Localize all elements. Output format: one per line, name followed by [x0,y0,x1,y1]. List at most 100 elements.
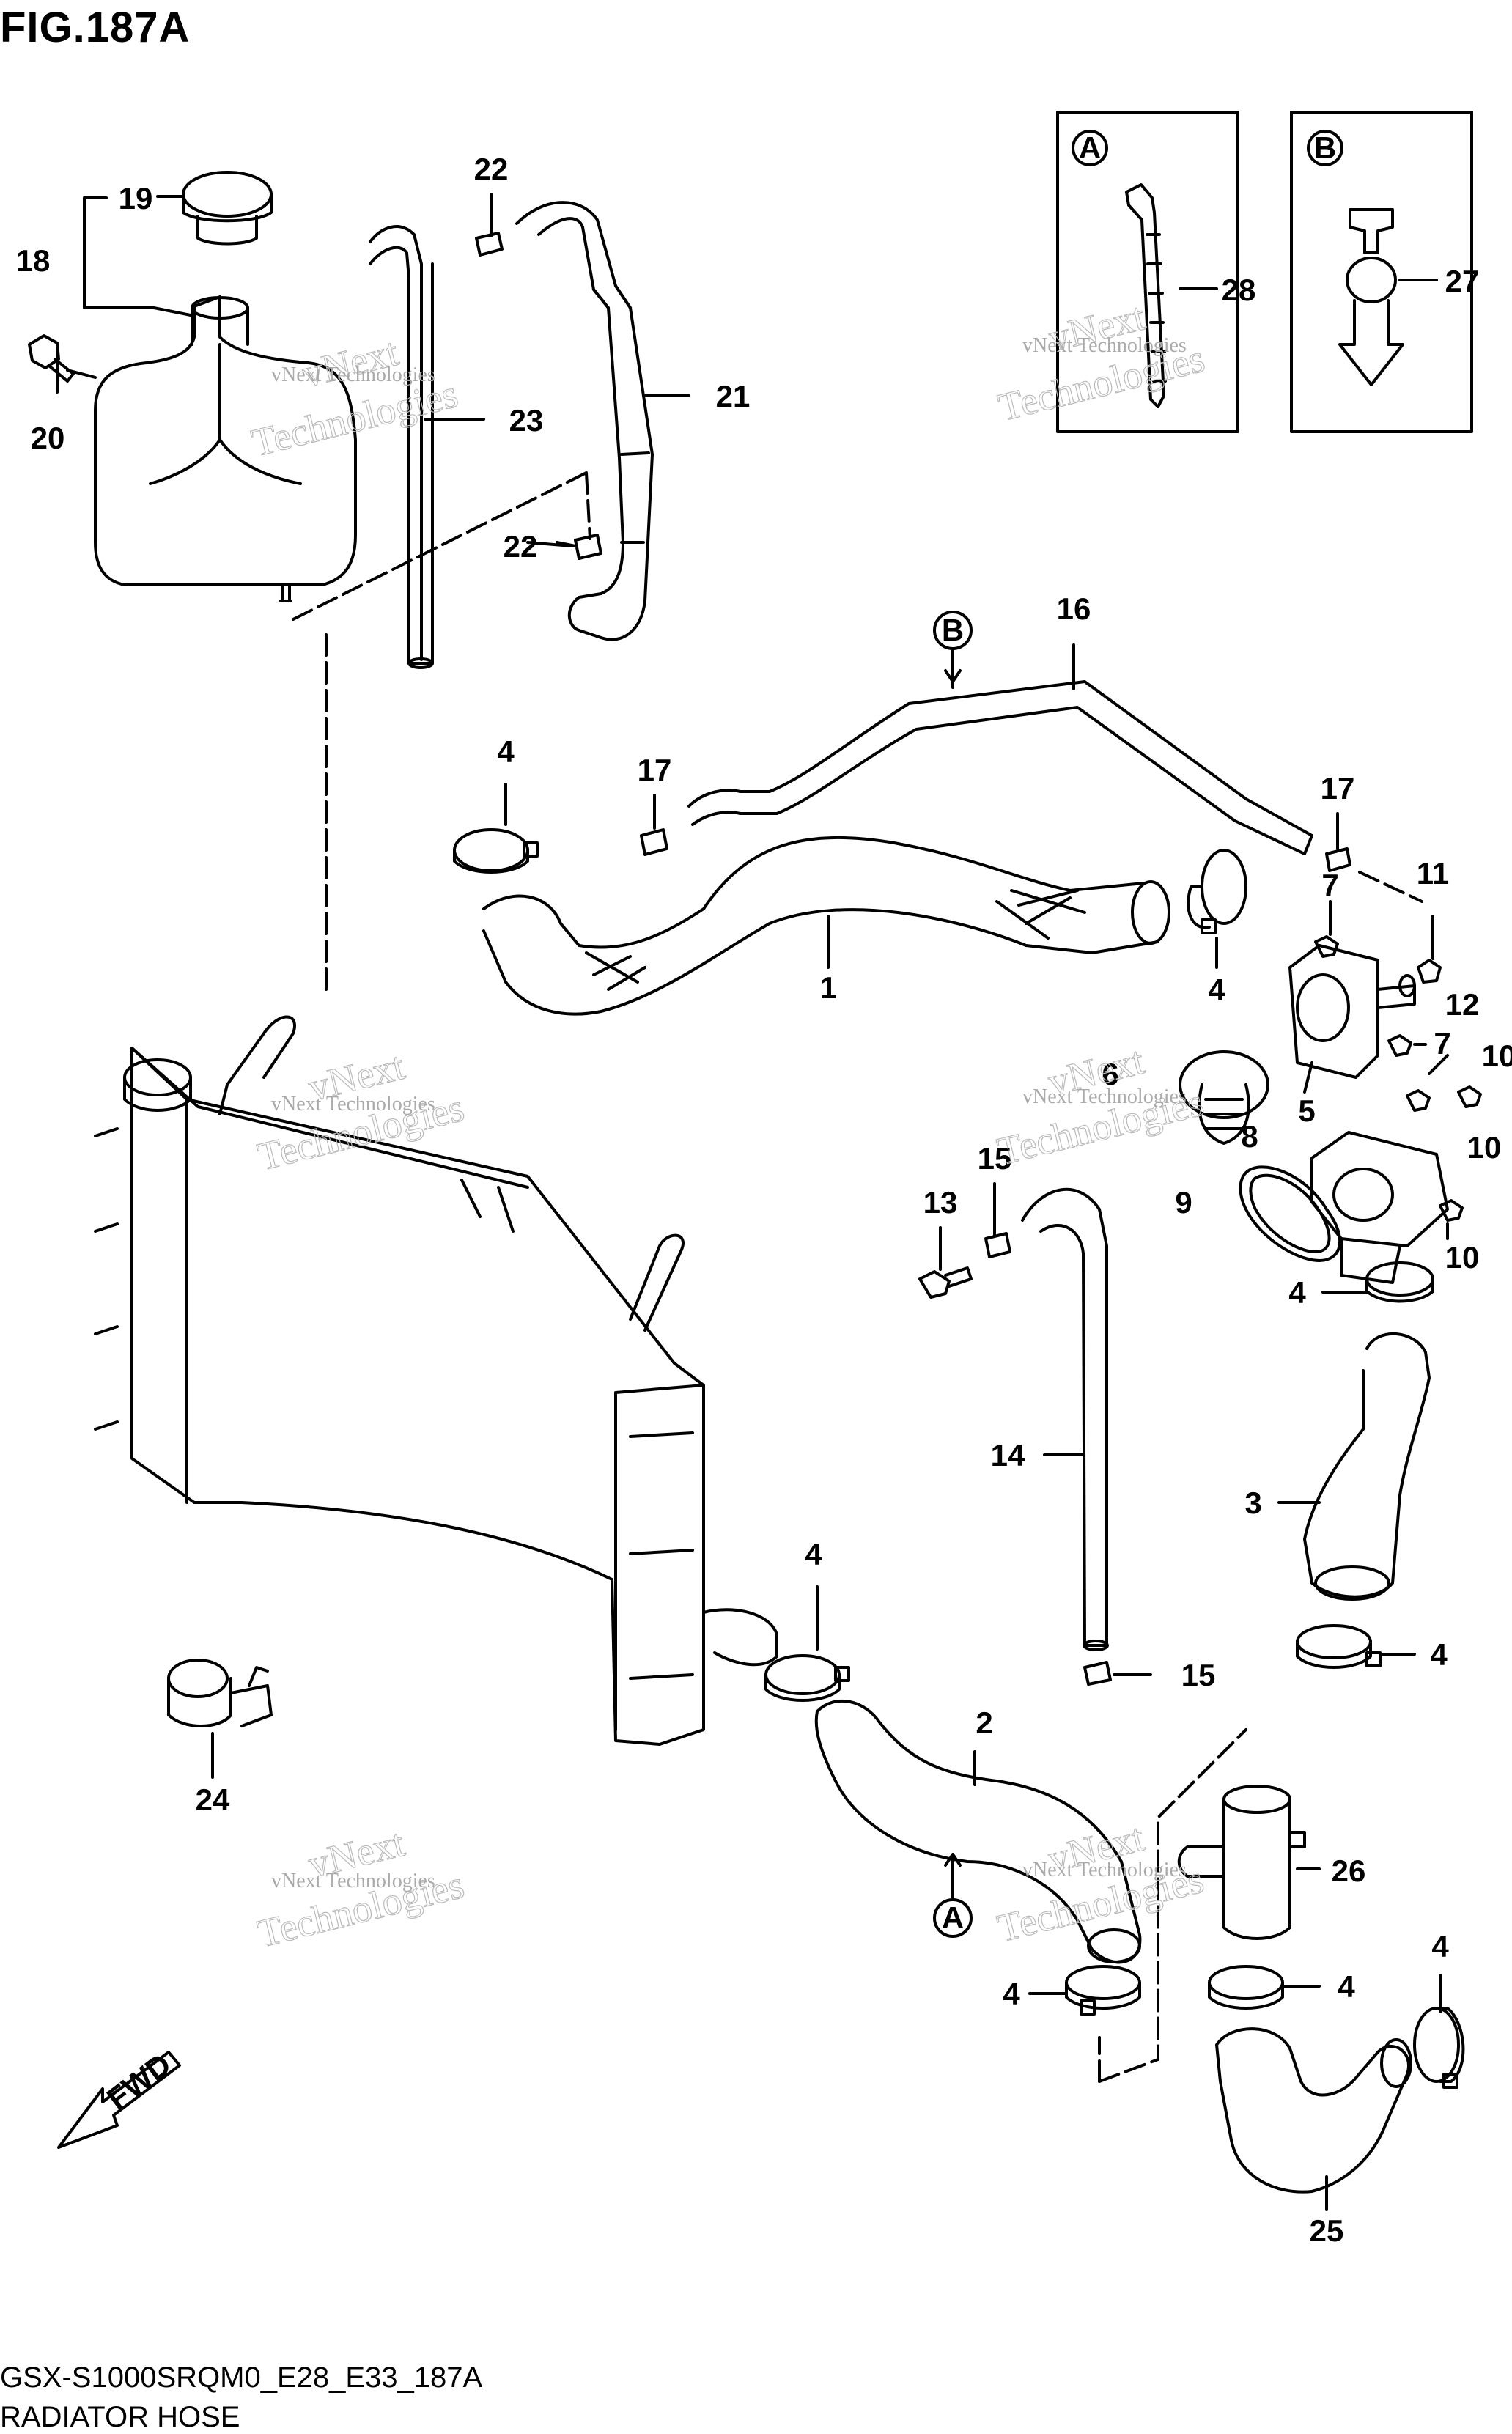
watermark-2-small: vNext Technologies [1022,334,1187,357]
callout-labels: 1 2 3 4 4 4 4 4 4 4 4 5 6 7 7 8 9 10 10 … [16,130,1512,2248]
part-26-fitting [1177,1785,1321,1940]
watermark-6-small: vNext Technologies [1022,1859,1187,1881]
callout-21: 21 [716,379,751,413]
hose-25 [1215,2027,1412,2211]
part-4-clamp-7 [1208,1965,1321,2010]
callout-22-a: 22 [474,152,509,186]
callout-4-d: 4 [1430,1637,1448,1672]
part-5-thermostat-case [1288,944,1416,1094]
callout-11: 11 [1417,856,1449,890]
part-6-thermostat [1179,1050,1269,1145]
inset-ref-b: B [1314,130,1336,165]
part-4-clamp-5 [764,1585,850,1702]
part-7-bolt-lower [1387,1034,1427,1057]
part-4-clamp-6 [1028,1965,1141,2016]
assembly-leaders-lower [1098,1728,1247,2083]
callout-7-a: 7 [1321,868,1338,902]
callout-28: 28 [1222,273,1256,307]
callout-25: 25 [1310,2213,1344,2248]
fwd-direction-arrow [57,2051,181,2149]
callout-17-b: 17 [1321,771,1355,805]
callout-4-g: 4 [1338,1969,1355,2004]
watermark-3-small: vNext Technologies [271,1093,435,1115]
part-19-cap [182,171,273,246]
callout-14: 14 [991,1438,1025,1472]
callout-12: 12 [1445,987,1480,1022]
figure-title: FIG.187A [0,4,191,51]
callout-20: 20 [31,421,65,455]
callout-2: 2 [976,1705,992,1740]
callout-5: 5 [1298,1094,1315,1128]
part-4-clamp-1 [453,783,539,874]
part-4-clamp-2 [1187,849,1247,969]
inset-a-box [1056,111,1239,433]
part-7-bolt-upper [1314,900,1339,958]
watermark-4-small: vNext Technologies [1022,1085,1187,1108]
inset-b-box [1290,111,1473,433]
part-4-clamp-8 [1413,1974,1465,2089]
hose-23 [369,225,485,669]
model-code: GSX-S1000SRQM0_E28_E33_187A [0,2361,483,2394]
part-12-washer [1398,974,1416,997]
part-15-clamp-upper [984,1182,1011,1258]
callout-19: 19 [119,181,153,215]
callout-4-f: 4 [1003,1977,1020,2011]
hose-2 [814,1699,1142,1964]
arrow-ref-b: B [942,613,964,647]
assembly-leaders [292,471,1423,991]
watermarks: vNext Technologies vNext Technologies vN… [247,294,1209,1956]
callout-8: 8 [1241,1119,1258,1154]
hose-1 [482,836,1170,1016]
ref-arrow-a [933,1853,973,1938]
callout-10-a: 10 [1482,1039,1512,1073]
part-4-clamp-4 [1296,1624,1416,1669]
callout-4-c: 4 [1288,1275,1306,1310]
part-10-bolt-b [1457,1085,1482,1108]
part-17-clamp-left [640,794,668,856]
callout-18: 18 [16,243,51,278]
callout-13: 13 [923,1185,958,1220]
part-8-thermostat-cover [1310,1131,1449,1284]
arrow-ref-a: A [942,1900,964,1935]
reservoir-tank [94,295,357,602]
figure-name: RADIATOR HOSE [0,2401,240,2433]
callout-22-b: 22 [504,529,538,564]
part-10-bolt-a [1406,1054,1449,1112]
ref-arrow-b [933,611,973,683]
part-11-bolt [1417,915,1442,984]
callout-4-h: 4 [1431,1929,1449,1963]
callout-4-a: 4 [497,734,515,769]
callout-7-b: 7 [1434,1026,1450,1061]
callout-10-c: 10 [1445,1240,1480,1275]
callout-1: 1 [819,970,836,1005]
part-24-bracket [167,1659,273,1779]
callout-9: 9 [1175,1185,1192,1220]
part-10-bolt-c [1439,1199,1464,1240]
hose-14 [1021,1187,1109,1651]
part-15-clamp-lower [1083,1661,1152,1686]
part-17-clamp-right [1325,812,1351,872]
hose-3 [1277,1332,1431,1601]
callout-17-a: 17 [638,753,672,787]
callout-10-b: 10 [1467,1130,1502,1165]
callout-16: 16 [1057,591,1091,626]
hose-16 [687,643,1313,855]
callout-4-e: 4 [805,1537,822,1571]
fwd-label: FWD [100,2046,177,2116]
leader-18-bracket [83,195,192,317]
callout-24: 24 [196,1782,230,1817]
part-27-clip-icon [1338,208,1404,386]
callout-3: 3 [1244,1486,1261,1520]
part-4-clamp-3 [1321,1261,1434,1303]
callout-27: 27 [1445,264,1480,298]
part-13-bolt [918,1226,973,1299]
part-28-strap-icon [1125,183,1167,408]
hose-21 [515,201,690,641]
callout-4-b: 4 [1208,973,1225,1007]
callout-23: 23 [509,403,544,438]
part-20-bolt [28,334,97,383]
part-9-oring [1239,1165,1341,1262]
callout-6: 6 [1102,1057,1118,1091]
radiator [94,1015,778,1746]
